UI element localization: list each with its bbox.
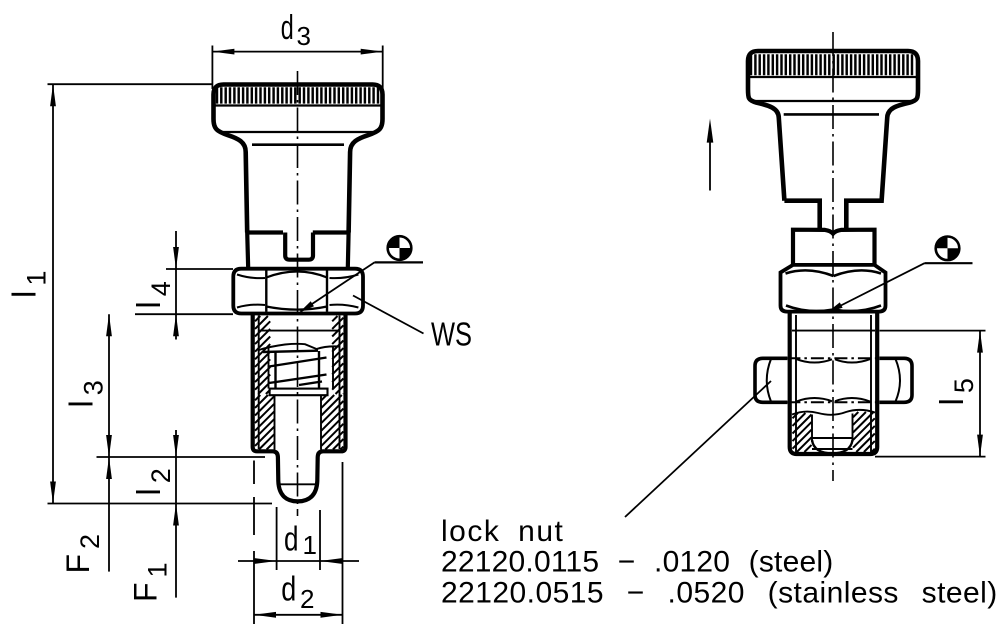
svg-text:d: d xyxy=(281,9,294,47)
svg-text:22120.0115 − .0120 (steel): 22120.0115 − .0120 (steel) xyxy=(441,546,833,579)
svg-text:1: 1 xyxy=(303,530,317,560)
svg-text:d: d xyxy=(284,521,299,559)
svg-text:WS: WS xyxy=(431,316,472,353)
svg-text:3: 3 xyxy=(297,21,311,51)
svg-text:2: 2 xyxy=(300,584,314,614)
svg-text:22120.0515 − .0520 (stainless: 22120.0515 − .0520 (stainless steel) xyxy=(441,577,998,610)
svg-text:d: d xyxy=(281,571,296,609)
svg-text:lock nut: lock nut xyxy=(441,515,564,548)
